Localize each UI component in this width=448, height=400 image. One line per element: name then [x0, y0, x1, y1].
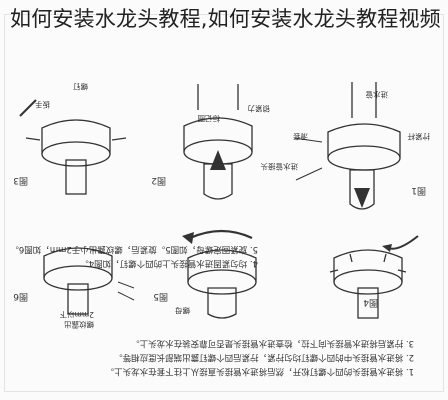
- callout-2mm: 2mm以下: [59, 310, 94, 319]
- callout-inlet-pipe: 进水管: [365, 90, 389, 99]
- figure-3-drawing: [16, 84, 136, 204]
- figure-label-3: 图3: [13, 175, 28, 185]
- figure-6-drawing: [18, 222, 138, 322]
- step-line-4: 4. 均匀紧固进水管接头上的四个螺钉，如图4。: [80, 258, 258, 268]
- step-line-5: 5. 旋紧固定螺母，如图5。旋紧后，螺纹露出小于2mm，如图6。: [10, 244, 258, 254]
- callout-thread: 螺纹露出: [64, 320, 94, 329]
- figure-label-1: 图1: [411, 185, 426, 195]
- page-title: 如何安装水龙头教程,如何安装水龙头教程视频: [10, 7, 441, 31]
- faucet-nut-diagram-b: [182, 229, 257, 319]
- faucet-hose-diagram: [293, 82, 401, 210]
- callout-locking-force: 锁紧力: [247, 104, 271, 113]
- step-line-2: 2. 将进水管接头中的四个螺钉均匀拧紧，拧紧后四个螺钉露出端部长度应相等。: [114, 352, 414, 362]
- figure-label-4: 图4: [363, 297, 378, 307]
- callout-screw: 螺钉: [73, 82, 88, 91]
- figure-4-drawing: [308, 222, 428, 322]
- callout-mark-ring: 标记圈: [197, 114, 221, 123]
- figure-2-drawing: [158, 80, 278, 210]
- figure-5-drawing: [162, 222, 282, 322]
- faucet-screw-diagram: [19, 99, 127, 195]
- faucet-nut-diagram-a: [329, 235, 419, 319]
- figure-label-2: 图2: [151, 175, 166, 185]
- figure-label-5: 图5: [153, 291, 168, 301]
- callout-sleeve: 滑套: [293, 132, 308, 141]
- callout-tighten-rod: 拧紧杆: [407, 132, 431, 141]
- callout-wrench: 扳手: [35, 100, 50, 109]
- step-line-3: 3. 拧紧后将进水管接头向下拉，检查进水管接头是否可靠安装在水龙头上。: [131, 338, 414, 348]
- page-border: [4, 14, 444, 392]
- callout-nut: 螺母: [175, 306, 190, 315]
- figure-label-6: 图6: [13, 291, 28, 301]
- step-line-1: 1. 将进水管接头的四个螺钉松开，然后将进水管接头直接从上往下套在水龙头上。: [105, 366, 414, 376]
- figure-1-drawing: [284, 78, 434, 218]
- faucet-nut-diagram-c: [43, 247, 135, 315]
- faucet-mark-ring-diagram: [183, 84, 253, 200]
